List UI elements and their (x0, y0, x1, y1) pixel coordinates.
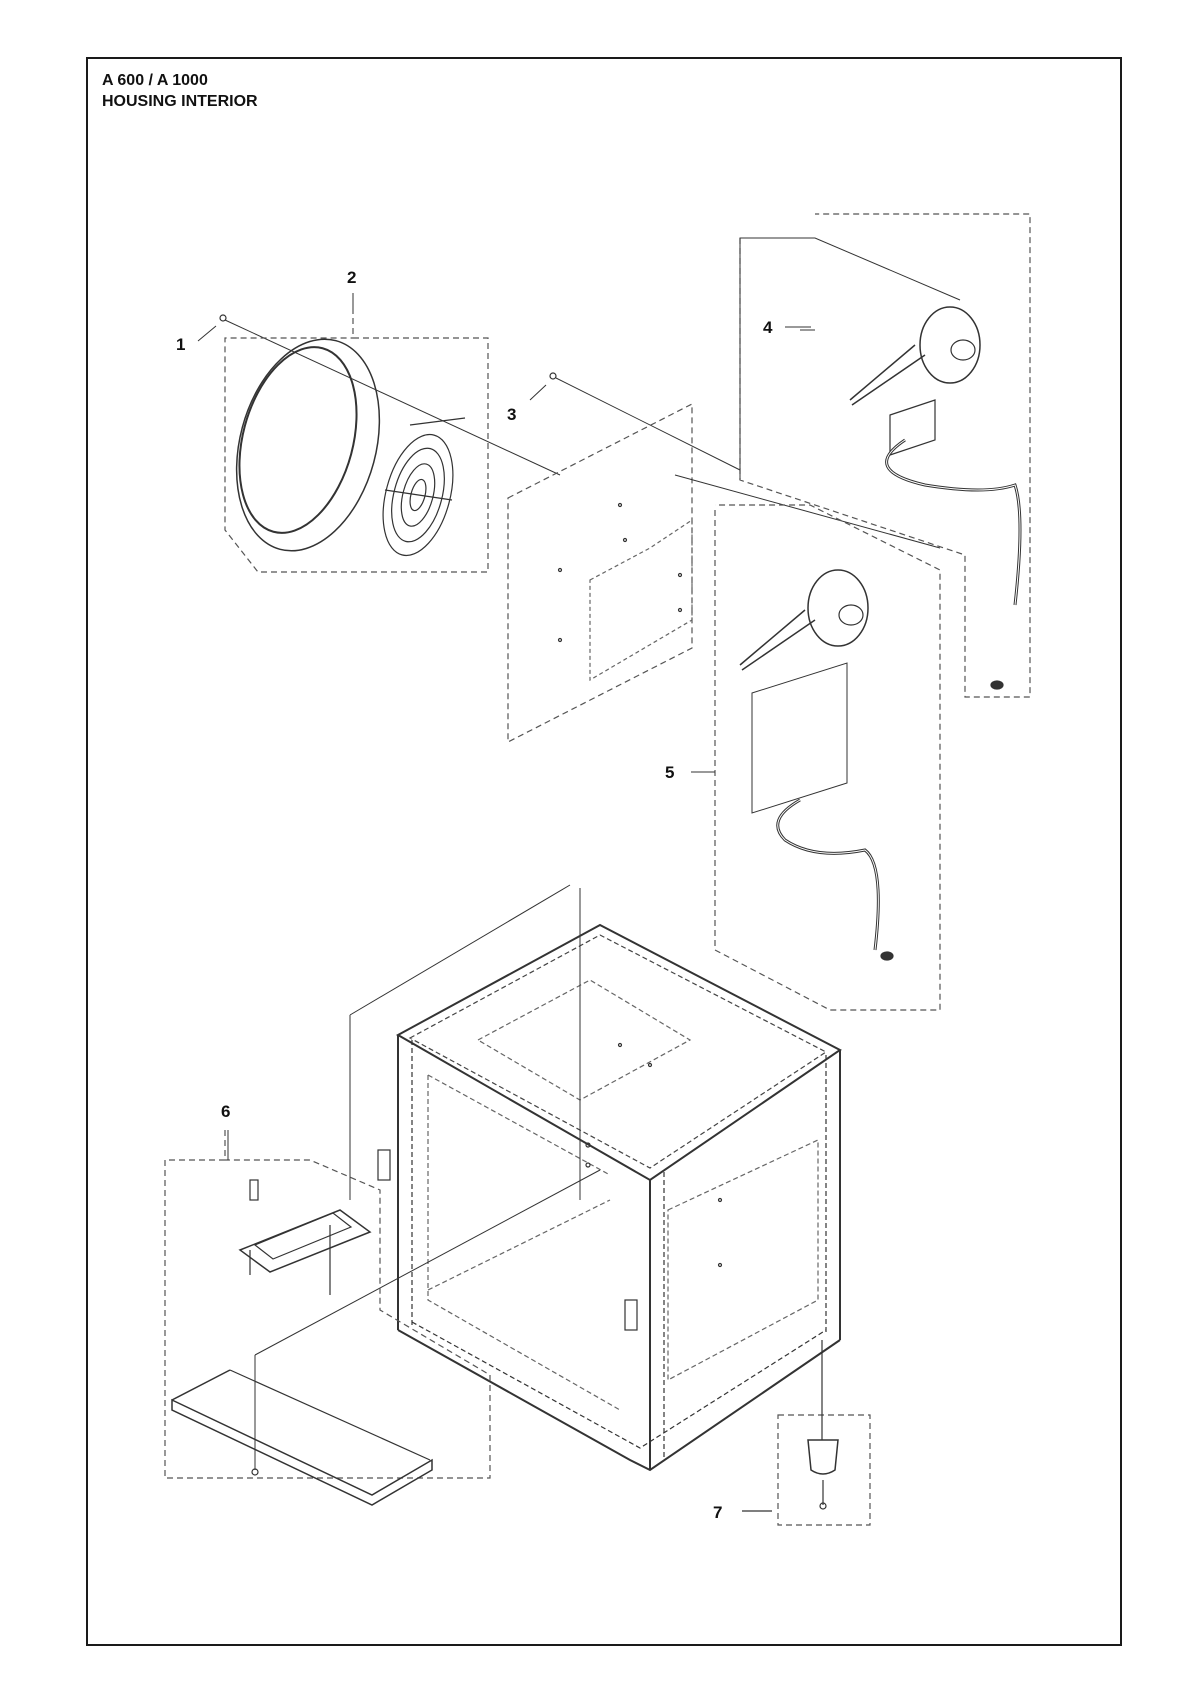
part-3-mounting-plate (507, 372, 941, 743)
callout-6: 6 (221, 1102, 230, 1121)
callout-5: 5 (665, 763, 674, 782)
callout-1: 1 (176, 335, 185, 354)
part-5-fan-motor (714, 504, 941, 1011)
drawing-header: A 600 / A 1000 HOUSING INTERIOR (102, 70, 258, 112)
callout-3: 3 (507, 405, 516, 424)
part-6-base-bracket (164, 1130, 491, 1506)
part-4-fan-motor (739, 213, 1031, 698)
housing-frame (254, 884, 842, 1472)
model-label: A 600 / A 1000 (102, 72, 208, 89)
part-2-fan-shroud-group (224, 308, 489, 573)
drawing-title: HOUSING INTERIOR (102, 93, 258, 110)
callout-7: 7 (713, 1503, 722, 1522)
part-7-rubber-foot (742, 1340, 871, 1526)
callout-2: 2 (347, 268, 356, 287)
callout-4: 4 (763, 318, 773, 337)
drawing-frame (86, 57, 1122, 1646)
part-1-screw (197, 314, 561, 476)
